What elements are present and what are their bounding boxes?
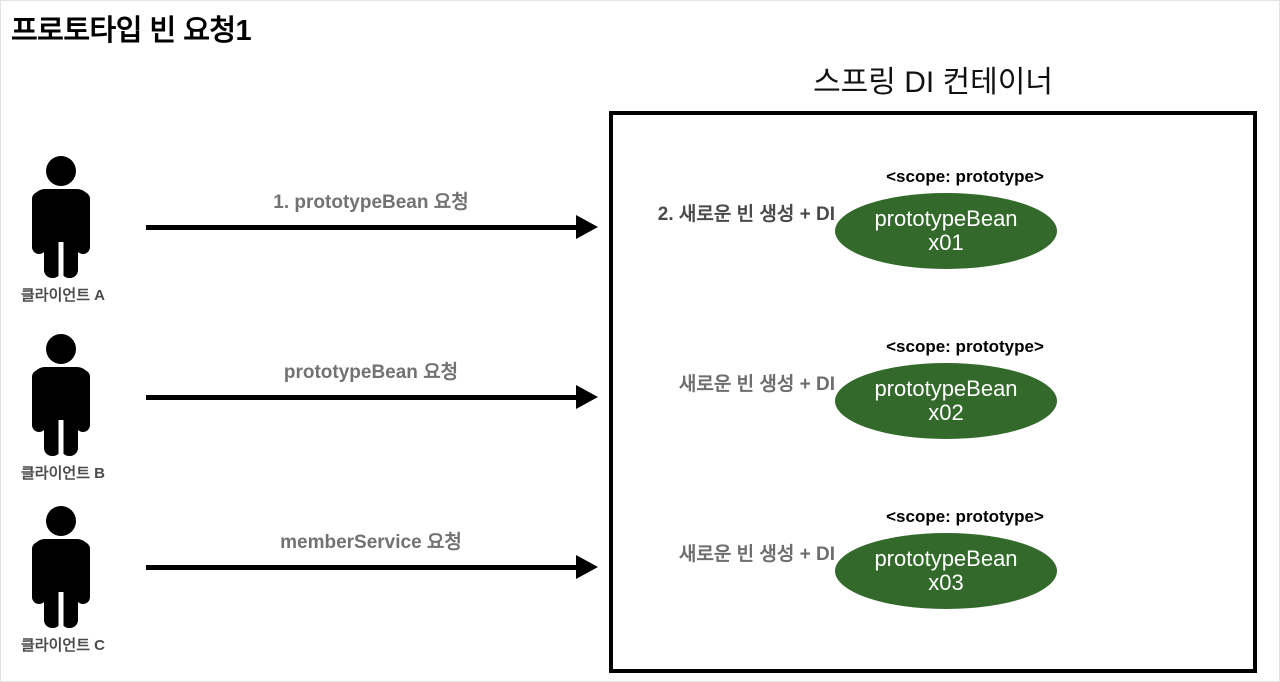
bean-scope-label: <scope: prototype>: [886, 507, 1044, 526]
arrow-head-icon: [576, 555, 598, 579]
person-leg-right: [61, 578, 78, 628]
person-leg-left: [44, 406, 61, 456]
person-icon: [23, 334, 99, 458]
di-container-box: 2. 새로운 빈 생성 + DI <scope: prototype> prot…: [609, 111, 1257, 673]
arrow-label: 1. prototypeBean 요청: [273, 192, 469, 213]
bean-scope-label: <scope: prototype>: [886, 337, 1044, 356]
bean-name: prototypeBean: [874, 546, 1018, 572]
request-arrow-2: prototypeBean 요청: [146, 357, 598, 417]
person-icon: [23, 506, 99, 630]
person-leg-gap: [58, 420, 64, 458]
request-arrow-3: memberService 요청: [146, 527, 598, 587]
person-head: [46, 506, 76, 536]
person-leg-gap: [58, 242, 64, 280]
page-title: 프로토타입 빈 요청1: [11, 15, 252, 47]
client-label: 클라이언트 A: [21, 287, 106, 304]
arrow-label: memberService 요청: [280, 532, 462, 553]
client-c: 클라이언트 C: [11, 506, 141, 654]
bean-scope-label: <scope: prototype>: [886, 167, 1044, 186]
arrow-head-icon: [576, 215, 598, 239]
bean-id: x03: [928, 570, 964, 595]
client-label: 클라이언트 B: [21, 465, 106, 482]
bean-di-label: 새로운 빈 생성 + DI: [678, 544, 835, 565]
bean-ellipse: prototypeBean x03: [835, 533, 1057, 609]
client-a: 클라이언트 A: [11, 156, 141, 304]
person-leg-right: [61, 406, 78, 456]
bean-ellipse: prototypeBean x01: [835, 193, 1057, 269]
client-b: 클라이언트 B: [11, 334, 141, 482]
person-leg-right: [61, 228, 78, 278]
bean-name: prototypeBean: [874, 376, 1018, 402]
arrow-line: [146, 225, 578, 230]
bean-row: 새로운 빈 생성 + DI <scope: prototype> prototy…: [613, 337, 1261, 452]
request-arrow-1: 1. prototypeBean 요청: [146, 187, 598, 247]
person-head: [46, 156, 76, 186]
bean-id: x01: [928, 230, 964, 255]
bean-di-label: 2. 새로운 빈 생성 + DI: [657, 204, 835, 225]
bean-di-label: 새로운 빈 생성 + DI: [678, 374, 835, 395]
bean-id: x02: [928, 400, 964, 425]
arrow-line: [146, 565, 578, 570]
arrow-head-icon: [576, 385, 598, 409]
person-leg-left: [44, 228, 61, 278]
person-leg-gap: [58, 592, 64, 630]
bean-name: prototypeBean: [874, 206, 1018, 232]
bean-row: 2. 새로운 빈 생성 + DI <scope: prototype> prot…: [613, 167, 1261, 282]
person-head: [46, 334, 76, 364]
bean-ellipse: prototypeBean x02: [835, 363, 1057, 439]
client-label: 클라이언트 C: [21, 637, 106, 654]
person-icon: [23, 156, 99, 280]
bean-row: 새로운 빈 생성 + DI <scope: prototype> prototy…: [613, 507, 1261, 622]
person-leg-left: [44, 578, 61, 628]
arrow-line: [146, 395, 578, 400]
arrow-label: prototypeBean 요청: [283, 362, 459, 383]
di-container-heading: 스프링 DI 컨테이너: [813, 66, 1053, 99]
